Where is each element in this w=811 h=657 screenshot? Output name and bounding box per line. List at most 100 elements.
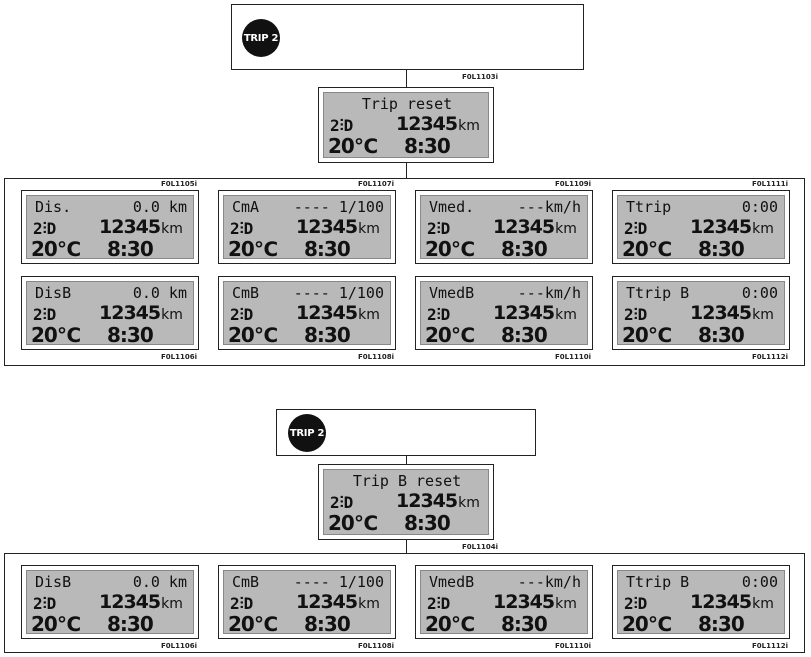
headlamp-icon: 2⫶D xyxy=(624,305,648,324)
headlamp-icon: 2⫶D xyxy=(427,305,451,324)
clock-value: 8:30 xyxy=(404,134,451,158)
connector-line xyxy=(406,70,407,88)
odometer-unit: km xyxy=(458,118,480,134)
odometer-unit: km xyxy=(555,596,577,612)
lcd-title: Trip reset xyxy=(361,95,453,113)
odometer-value: 12345 xyxy=(493,591,555,613)
clock-value: 8:30 xyxy=(107,323,154,347)
clock-value: 8:30 xyxy=(698,612,745,636)
clock-value: 8:30 xyxy=(698,323,745,347)
lcd-value: 0:00 xyxy=(741,198,778,216)
odometer-value: 12345 xyxy=(99,216,161,238)
figure-code: F0L1109i xyxy=(555,180,591,188)
connector-line xyxy=(406,456,407,465)
lcd-value: 0.0 km xyxy=(132,198,187,216)
headlamp-icon: 2⫶D xyxy=(33,219,57,238)
odometer-unit: km xyxy=(458,495,480,511)
figure-code: F0L1110i xyxy=(555,353,591,361)
odometer-value: 12345 xyxy=(690,216,752,238)
clock-value: 8:30 xyxy=(501,323,548,347)
odometer-value: 12345 xyxy=(99,591,161,613)
odometer-value: 12345 xyxy=(296,302,358,324)
lcd-label: CmA xyxy=(232,198,260,216)
lcd-label: DisB xyxy=(35,573,72,591)
odometer-unit: km xyxy=(752,596,774,612)
lcd-label: Ttrip B xyxy=(626,573,690,591)
headlamp-icon: 2⫶D xyxy=(624,594,648,613)
headlamp-icon: 2⫶D xyxy=(330,116,354,135)
lcd-value: 0.0 km xyxy=(132,284,187,302)
odometer-value: 12345 xyxy=(396,490,458,512)
odometer-value: 12345 xyxy=(493,302,555,324)
odometer-value: 12345 xyxy=(99,302,161,324)
odometer-unit: km xyxy=(358,221,380,237)
lcd-value: ---- 1/100 xyxy=(293,573,384,591)
headlamp-icon: 2⫶D xyxy=(427,594,451,613)
lcd-label: Ttrip B xyxy=(626,284,690,302)
figure-code: F0L1106i xyxy=(161,642,197,650)
figure-code: F0L1103i xyxy=(462,73,498,81)
lcd-label: CmB xyxy=(232,284,260,302)
trip2-button-label: TRIP 2 xyxy=(243,32,279,44)
headlamp-icon: 2⫶D xyxy=(230,305,254,324)
clock-value: 8:30 xyxy=(501,612,548,636)
odometer-unit: km xyxy=(358,596,380,612)
lcd-label: DisB xyxy=(35,284,72,302)
headlamp-icon: 2⫶D xyxy=(33,305,57,324)
clock-value: 8:30 xyxy=(404,511,451,535)
lcd-label: Ttrip xyxy=(626,198,672,216)
odometer-unit: km xyxy=(555,221,577,237)
trip2-button-icon[interactable]: TRIP 2 xyxy=(288,414,326,452)
temperature-value: 20℃ xyxy=(31,612,81,636)
temperature-value: 20℃ xyxy=(425,323,475,347)
odometer-unit: km xyxy=(161,221,183,237)
headlamp-icon: 2⫶D xyxy=(427,219,451,238)
lcd-value: ---km/h xyxy=(517,573,581,591)
clock-value: 8:30 xyxy=(698,237,745,261)
temperature-value: 20℃ xyxy=(328,134,378,158)
headlamp-icon: 2⫶D xyxy=(230,594,254,613)
clock-value: 8:30 xyxy=(107,612,154,636)
temperature-value: 20℃ xyxy=(228,612,278,636)
figure-code: F0L1108i xyxy=(358,353,394,361)
lcd-value: ---km/h xyxy=(517,284,581,302)
lcd-value: 0.0 km xyxy=(132,573,187,591)
clock-value: 8:30 xyxy=(304,237,351,261)
temperature-value: 20℃ xyxy=(228,237,278,261)
odometer-unit: km xyxy=(752,221,774,237)
lcd-value: ---- 1/100 xyxy=(293,284,384,302)
odometer-value: 12345 xyxy=(396,113,458,135)
headlamp-icon: 2⫶D xyxy=(33,594,57,613)
trip2-button-icon[interactable]: TRIP 2 xyxy=(242,19,280,57)
temperature-value: 20℃ xyxy=(622,237,672,261)
clock-value: 8:30 xyxy=(304,323,351,347)
lcd-label: Vmed. xyxy=(429,198,475,216)
temperature-value: 20℃ xyxy=(425,612,475,636)
odometer-unit: km xyxy=(358,307,380,323)
odometer-value: 12345 xyxy=(296,591,358,613)
lcd-screen: Trip reset 2⫶D 12345km 20℃ 8:30 xyxy=(323,92,489,158)
lcd-label: Dis. xyxy=(35,198,72,216)
figure-code: F0L1104i xyxy=(462,543,498,551)
clock-value: 8:30 xyxy=(501,237,548,261)
temperature-value: 20℃ xyxy=(31,237,81,261)
odometer-unit: km xyxy=(161,307,183,323)
trip-b-reset-display: Trip B reset 2⫶D 12345km 20℃ 8:30 xyxy=(318,464,494,540)
